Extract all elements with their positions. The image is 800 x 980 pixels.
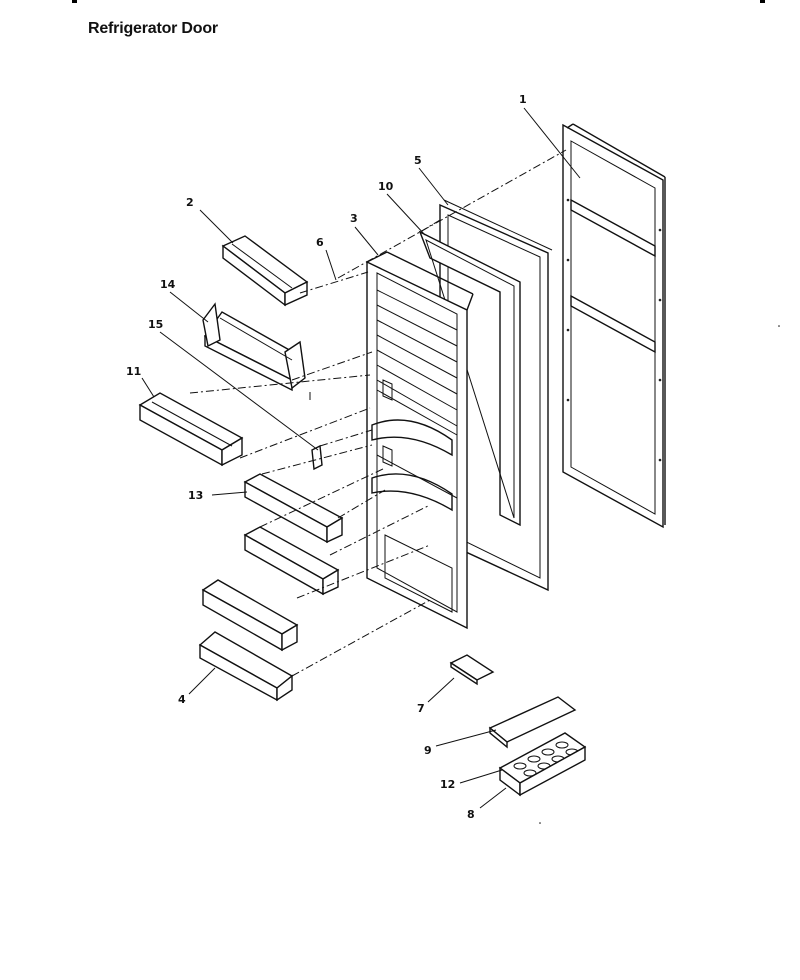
- assembly-lines: [189, 149, 567, 677]
- part-label-5: 5: [414, 154, 422, 167]
- bin-clip: [311, 444, 323, 471]
- dairy-door: [221, 235, 309, 307]
- part-label-11: 11: [126, 365, 141, 378]
- part-label-9: 9: [424, 744, 432, 757]
- inner-door-liner: [366, 251, 474, 630]
- door-bin-lower-a: [201, 579, 299, 652]
- scan-specks: [539, 325, 780, 824]
- small-tray: [449, 654, 495, 686]
- part-label-1: 1: [519, 93, 527, 106]
- part-labels: 1 2 3 4 5 6 7 8 9 10 11 12 13 14 15: [126, 93, 527, 821]
- door-bin-upper: [138, 392, 244, 467]
- part-label-12: 12: [440, 778, 455, 791]
- leader-lines: [141, 107, 581, 809]
- part-label-13: 13: [188, 489, 203, 502]
- ice-bin: [499, 745, 586, 797]
- part-label-2: 2: [186, 196, 194, 209]
- page-title: Refrigerator Door: [88, 20, 218, 37]
- scan-mark-left: [72, 0, 77, 3]
- dairy-compartment: [202, 302, 306, 392]
- ice-bin-cover: [488, 696, 577, 749]
- part-label-14: 14: [160, 278, 176, 291]
- part-label-3: 3: [350, 212, 358, 225]
- door-bin-13b: [243, 526, 340, 596]
- part-label-7: 7: [417, 702, 425, 715]
- door-outer-panel: [562, 123, 666, 529]
- part-label-8: 8: [467, 808, 475, 821]
- part-label-4: 4: [178, 693, 186, 706]
- part-label-15: 15: [148, 318, 163, 331]
- scan-mark-right: [760, 0, 765, 3]
- part-label-10: 10: [378, 180, 394, 193]
- breaker-strip: [418, 230, 521, 527]
- part-label-6: 6: [316, 236, 324, 249]
